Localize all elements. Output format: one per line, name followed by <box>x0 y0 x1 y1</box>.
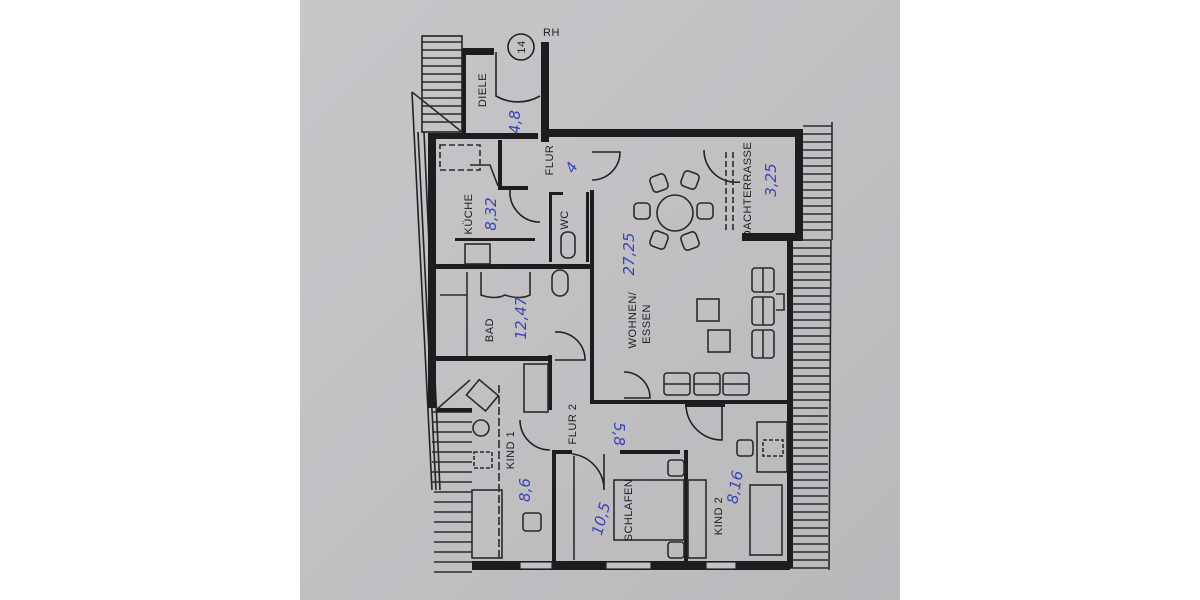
room-label-wc: WC <box>559 210 571 229</box>
living-sofas <box>663 267 785 396</box>
kind1-furniture <box>465 363 549 560</box>
corner-mark: RH <box>543 27 560 39</box>
room-label-schlafen: SCHLAFEN <box>623 479 635 542</box>
handwritten-areas: 4,8 8,32 4 12,47 27,25 3,25 8,6 5,8 10,5… <box>482 110 780 537</box>
room-label-dachterrasse: DACHTERRASSE <box>742 142 754 238</box>
kitchen-fixtures <box>439 144 499 265</box>
doors <box>495 52 741 491</box>
room-label-wohnen: WOHNEN/ <box>627 291 639 348</box>
area-kueche: 8,32 <box>482 197 500 230</box>
kind2-furniture <box>687 421 788 559</box>
floor-plan-photo <box>300 0 900 600</box>
roof-hatching-top-left <box>411 35 463 133</box>
interior-walls <box>432 52 790 565</box>
room-label-flur: FLUR <box>544 145 556 176</box>
area-kind2: 8,16 <box>723 469 747 505</box>
area-bad: 12,47 <box>512 296 530 339</box>
dining-table <box>633 170 714 251</box>
area-wohnen: 27,25 <box>620 233 638 276</box>
room-label-diele: DIELE <box>477 73 489 107</box>
room-labels: DIELE KÜCHE FLUR WC BAD WOHNEN/ ESSEN DA… <box>463 73 754 541</box>
area-schlafen: 10,5 <box>588 500 614 537</box>
room-label-essen: ESSEN <box>641 304 653 344</box>
roof-hatching-bottom-left <box>432 379 472 573</box>
room-label-flur2: FLUR 2 <box>567 404 579 445</box>
area-kind1: 8,6 <box>516 478 534 502</box>
room-label-bad: BAD <box>484 318 496 342</box>
roof-hatching-right <box>790 122 833 571</box>
area-flur: 4 <box>561 159 581 176</box>
area-flur2: 5,8 <box>610 422 628 446</box>
dachterrasse-railing <box>725 152 734 232</box>
bedroom-bed <box>573 456 685 560</box>
bathroom-fixtures <box>440 231 576 356</box>
room-label-kind2: KIND 2 <box>713 497 725 535</box>
room-label-kueche: KÜCHE <box>463 193 475 234</box>
area-diele: 4,8 <box>506 110 524 134</box>
windows-bottom <box>519 561 737 570</box>
unit-number: 14 <box>516 40 528 53</box>
unit-number-marker: 14 RH <box>507 27 560 61</box>
room-label-kind1: KIND 1 <box>505 431 517 469</box>
area-dachterrasse: 3,25 <box>762 163 780 196</box>
